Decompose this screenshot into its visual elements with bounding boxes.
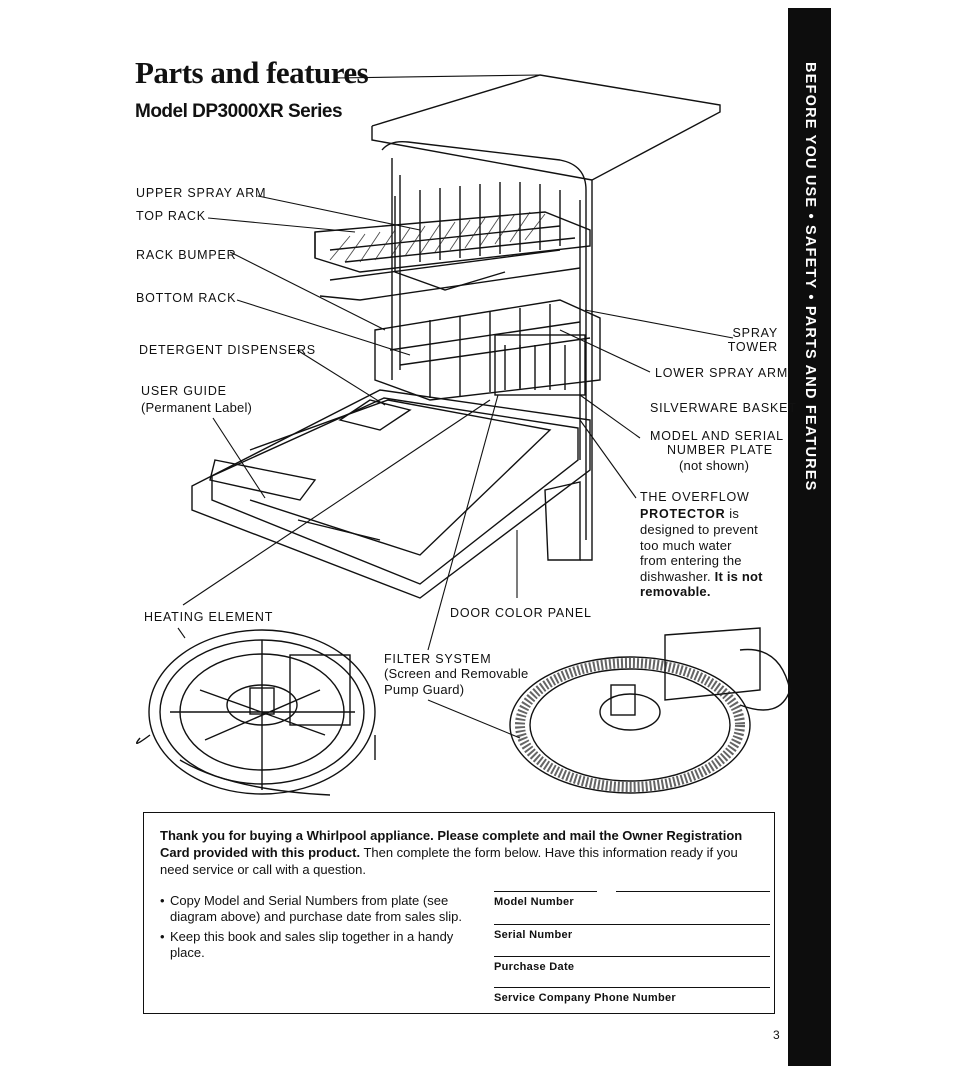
heating-element-drawing (136, 629, 376, 796)
label-not-shown: (not shown) (679, 458, 750, 473)
registration-bullets: Copy Model and Serial Numbers from plate… (160, 893, 490, 965)
field-purchase-date: Purchase Date (494, 961, 575, 973)
label-top-rack: TOP RACK (136, 209, 206, 223)
overflow-line4: from entering the (640, 553, 742, 568)
bullet-item: Keep this book and sales slip together i… (160, 929, 490, 961)
label-filter-sub1: (Screen and Removable (384, 666, 529, 681)
filter-system-drawing (509, 627, 791, 794)
label-user-guide-sub: (Permanent Label) (141, 400, 253, 415)
form-line[interactable] (494, 987, 770, 988)
overflow-line6: removable. (640, 584, 711, 599)
overflow-line3: too much water (640, 537, 732, 553)
section-side-tab: BEFORE YOU USE • SAFETY • PARTS AND FEAT… (788, 8, 831, 1066)
cabinet-outline (371, 74, 721, 561)
registration-intro: Thank you for buying a Whirlpool applian… (160, 827, 770, 878)
label-filter-sub2: Pump Guard) (384, 682, 465, 697)
overflow-protector-note: THE OVERFLOW PROTECTOR is designed to pr… (640, 490, 763, 600)
registration-intro-bold: Thank you for buying a Whirlpool applian… (160, 828, 743, 860)
overflow-line2: designed to prevent (640, 522, 758, 537)
form-line-top-right (616, 891, 770, 892)
label-tower: TOWER (727, 340, 778, 354)
silverware-basket-drawing (494, 334, 586, 396)
page-number: 3 (773, 1028, 780, 1042)
label-filter-system: FILTER SYSTEM (384, 652, 492, 666)
registration-box: Thank you for buying a Whirlpool applian… (143, 812, 775, 1014)
overflow-title: THE OVERFLOW (640, 490, 750, 504)
label-detergent-dispensers: DETERGENT DISPENSERS (139, 343, 316, 357)
form-line-top-left (494, 891, 597, 892)
page-subtitle: Model DP3000XR Series (135, 101, 343, 122)
overflow-line5a: dishwasher. (640, 568, 715, 584)
overflow-line5b: It is not (714, 568, 763, 584)
label-rack-bumper: RACK BUMPER (136, 248, 237, 262)
field-model-number: Model Number (494, 896, 574, 908)
label-door-color-panel: DOOR COLOR PANEL (450, 606, 592, 620)
label-upper-spray-arm: UPPER SPRAY ARM (136, 186, 267, 200)
field-service-phone: Service Company Phone Number (494, 992, 677, 1004)
top-rack-drawing (314, 182, 591, 301)
overflow-protector-word: PROTECTOR (640, 506, 726, 521)
label-number-plate: NUMBER PLATE (667, 443, 773, 457)
label-user-guide: USER GUIDE (141, 384, 227, 398)
page-title: Parts and features (135, 55, 369, 90)
form-line[interactable] (494, 924, 770, 925)
form-line[interactable] (494, 956, 770, 957)
label-bottom-rack: BOTTOM RACK (136, 291, 237, 305)
label-model-serial: MODEL AND SERIAL (650, 429, 784, 443)
label-silverware-basket: SILVERWARE BASKET (650, 401, 797, 415)
overflow-is: is (725, 505, 740, 521)
bullet-item: Copy Model and Serial Numbers from plate… (160, 893, 490, 925)
registration-intro-rest: Then complete the form below. Have this … (160, 845, 738, 877)
dishwasher-door-drawing (191, 389, 591, 599)
label-heating-element: HEATING ELEMENT (144, 610, 274, 624)
label-spray: SPRAY (732, 326, 778, 340)
label-lower-spray-arm: LOWER SPRAY ARM (655, 366, 789, 380)
leader-lines (177, 74, 734, 739)
bottom-rack-drawing (374, 299, 601, 401)
field-serial-number: Serial Number (494, 929, 573, 941)
